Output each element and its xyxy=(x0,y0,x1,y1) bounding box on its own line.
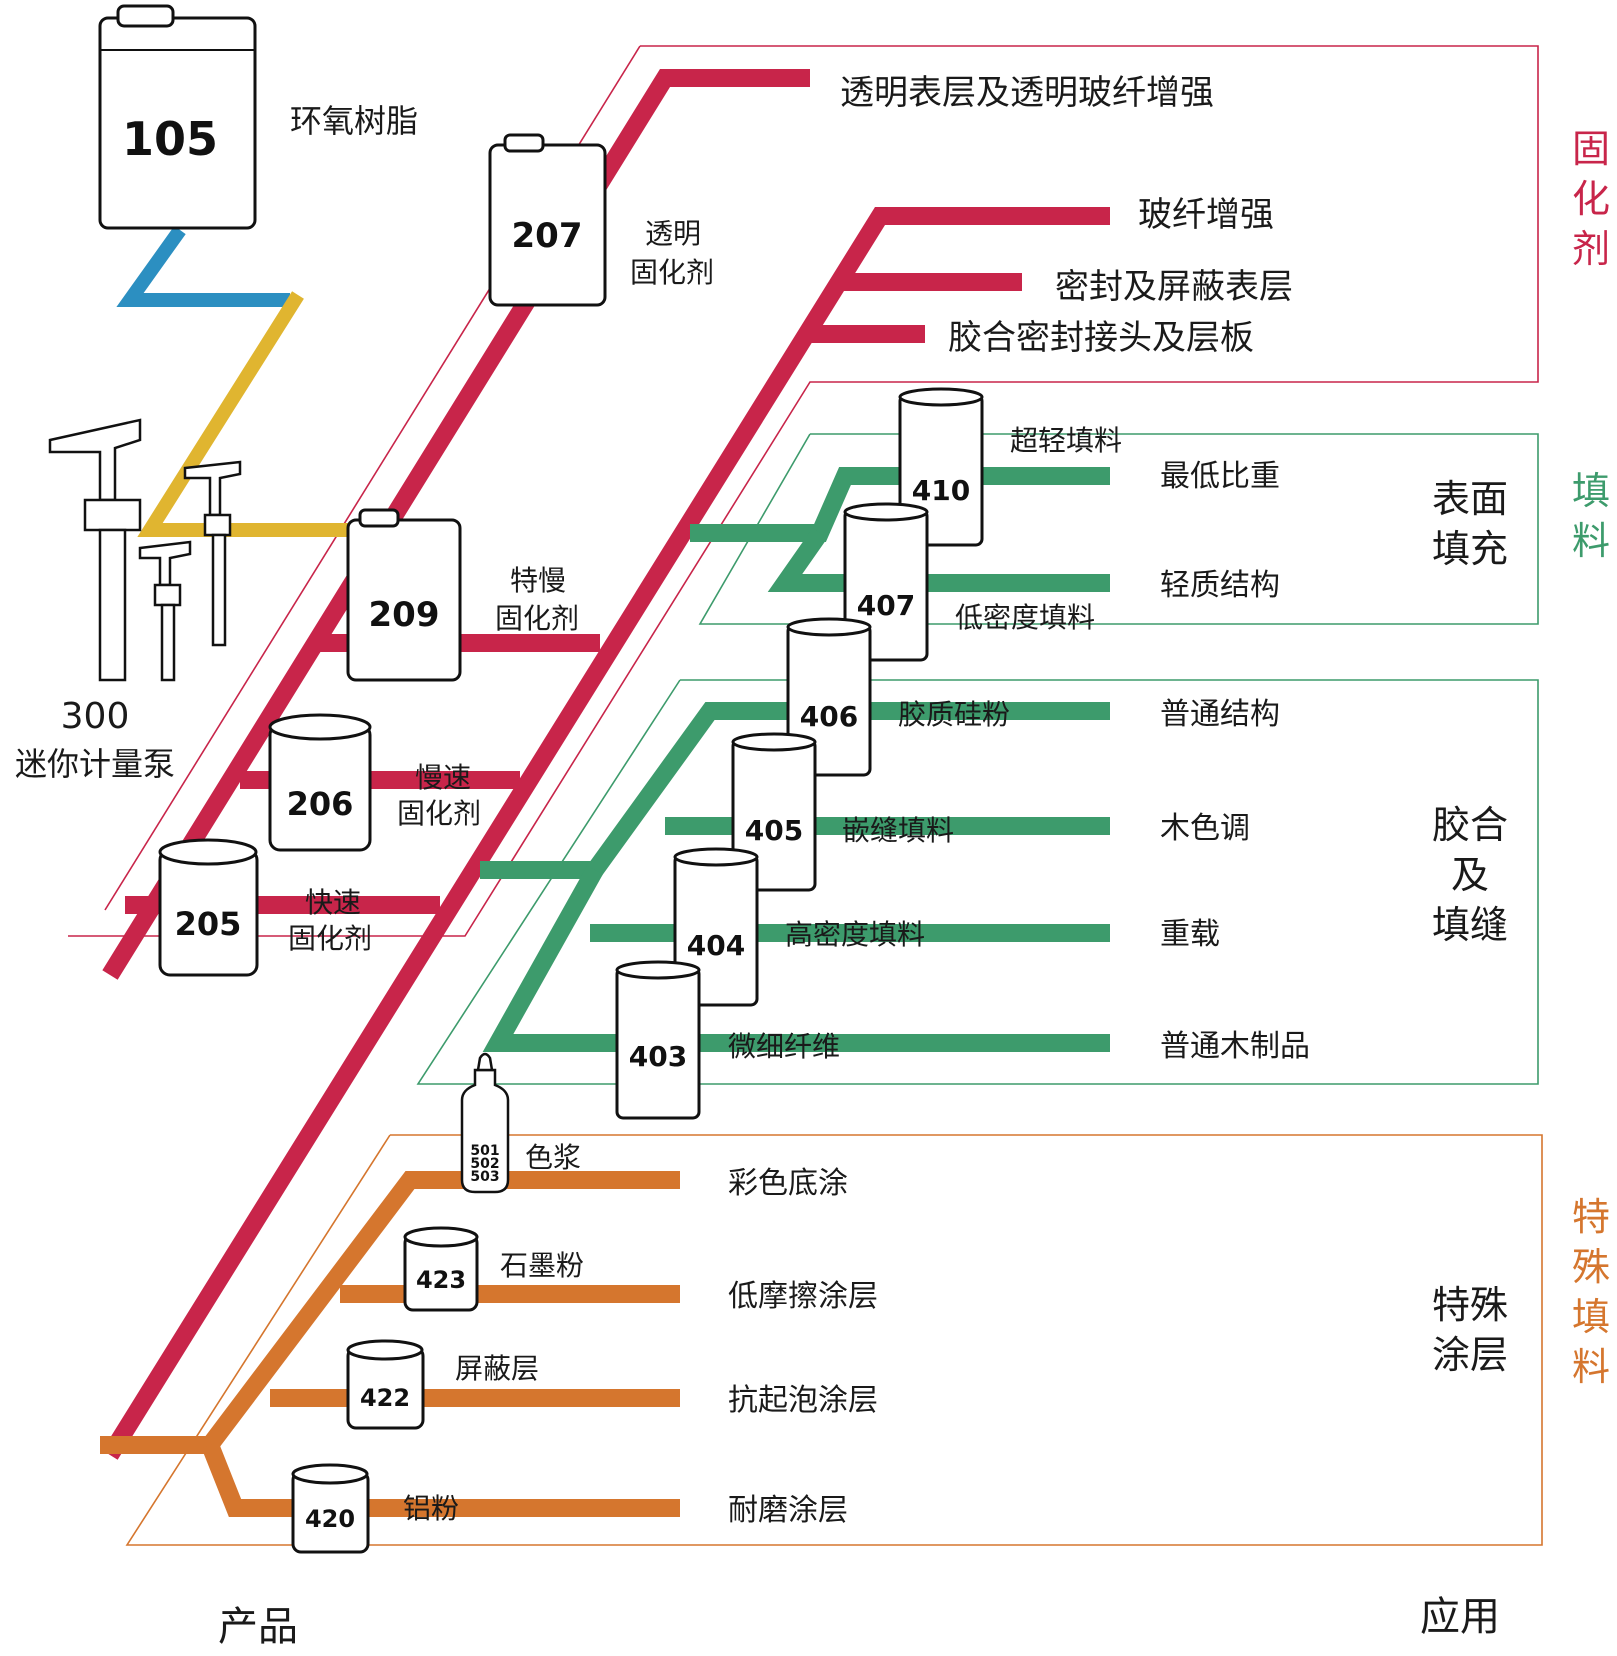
pump-code: 300 xyxy=(61,696,130,737)
hardener-209-can: 209 xyxy=(346,508,462,682)
special-420-can: 420 xyxy=(291,1463,370,1554)
hardener-lines xyxy=(102,69,1110,1460)
filler-405-label: 嵌缝填料 xyxy=(842,814,954,847)
pigment-code-3: 503 xyxy=(470,1169,499,1185)
special-trunk xyxy=(100,1171,680,1454)
pump-label: 迷你计量泵 xyxy=(15,745,175,783)
hardener-app-4: 胶合密封接头及层板 xyxy=(948,318,1254,358)
category-special-4: 料 xyxy=(1572,1345,1610,1389)
category-filler-2: 料 xyxy=(1572,519,1610,563)
bonding-filler-box xyxy=(416,679,1539,1085)
surface-filler-branch-2 xyxy=(767,527,1110,592)
hardener-205-label-2: 固化剂 xyxy=(288,922,372,955)
special-423-code: 423 xyxy=(416,1266,466,1294)
surface-filler-box xyxy=(698,433,1539,625)
category-hardener-3: 剂 xyxy=(1572,227,1610,271)
group-surface-1: 表面 xyxy=(1432,477,1508,521)
pigment-501-bottle: 501 502 503 xyxy=(460,1052,510,1194)
special-420-code: 420 xyxy=(305,1505,355,1533)
filler-410-code: 410 xyxy=(912,474,970,507)
category-hardener-1: 固 xyxy=(1572,127,1610,171)
pigment-code-2: 502 xyxy=(470,1156,499,1172)
group-bonding-3: 填缝 xyxy=(1432,903,1508,947)
hardener-205-can: 205 xyxy=(158,838,259,977)
special-422-label: 屏蔽层 xyxy=(455,1352,539,1385)
bonding-app-4: 普通木制品 xyxy=(1160,1029,1310,1064)
special-423-label: 石墨粉 xyxy=(500,1249,584,1282)
hardener-206-label-2: 固化剂 xyxy=(397,797,481,830)
group-surface-2: 填充 xyxy=(1432,527,1508,571)
hardener-206-can: 206 xyxy=(268,713,372,852)
pump-link-line xyxy=(137,291,360,537)
resin-105-can: 105 xyxy=(98,4,257,230)
hardener-205-label-1: 快速 xyxy=(305,886,361,919)
special-lines xyxy=(100,1171,680,1517)
hardener-205-code: 205 xyxy=(175,905,242,943)
hardener-209-label-2: 固化剂 xyxy=(495,602,579,635)
filler-410-label: 超轻填料 xyxy=(1010,424,1122,457)
hardener-207-label-1: 透明 xyxy=(645,217,701,250)
special-branch-420 xyxy=(201,1441,680,1517)
bonding-app-1: 普通结构 xyxy=(1160,697,1280,732)
hardener-209-code: 209 xyxy=(369,595,440,635)
category-special-2: 殊 xyxy=(1572,1245,1610,1289)
hardener-app-3: 密封及屏蔽表层 xyxy=(1055,267,1293,307)
category-hardener-2: 化 xyxy=(1572,177,1610,221)
resin-link-line xyxy=(116,225,290,307)
hardener-app-1: 透明表层及透明玻纤增强 xyxy=(840,73,1214,113)
hardener-app-2: 玻纤增强 xyxy=(1138,195,1274,235)
hardener-209-label-1: 特慢 xyxy=(510,564,566,597)
special-app-1: 彩色底涂 xyxy=(728,1166,848,1201)
special-app-2: 低摩擦涂层 xyxy=(728,1279,878,1314)
surface-app-2: 轻质结构 xyxy=(1160,568,1280,603)
special-423-can: 423 xyxy=(403,1226,479,1312)
special-filler-box xyxy=(125,1134,1543,1546)
category-filler-1: 填 xyxy=(1572,469,1610,513)
pump-300-icon xyxy=(48,418,242,682)
group-bonding-1: 胶合 xyxy=(1432,803,1508,847)
special-app-4: 耐磨涂层 xyxy=(728,1493,848,1528)
surface-app-1: 最低比重 xyxy=(1160,459,1280,494)
filler-406-label: 胶质硅粉 xyxy=(898,698,1010,731)
special-422-code: 422 xyxy=(360,1384,410,1412)
category-special-3: 填 xyxy=(1572,1295,1610,1339)
filler-407-label: 低密度填料 xyxy=(955,601,1095,634)
group-bonding-2: 及 xyxy=(1451,853,1489,897)
special-420-label: 铝粉 xyxy=(403,1492,459,1525)
pigment-code-1: 501 xyxy=(470,1143,499,1159)
filler-403-label: 微细纤维 xyxy=(728,1030,840,1063)
hardener-outline-box xyxy=(68,45,1539,937)
resin-code: 105 xyxy=(122,112,218,166)
bonding-app-3: 重载 xyxy=(1160,917,1220,952)
group-special-1: 特殊 xyxy=(1432,1283,1508,1327)
hardener-207-label-2: 固化剂 xyxy=(630,256,714,289)
filler-407-code: 407 xyxy=(857,589,915,622)
filler-406-code: 406 xyxy=(800,700,858,733)
category-special-1: 特 xyxy=(1572,1195,1610,1239)
filler-403-code: 403 xyxy=(629,1040,687,1073)
footer-products: 产品 xyxy=(218,1604,298,1650)
bonding-app-2: 木色调 xyxy=(1160,811,1250,846)
hardener-207-code: 207 xyxy=(512,216,583,256)
filler-403-canister: 403 xyxy=(615,960,701,1120)
special-app-3: 抗起泡涂层 xyxy=(728,1383,878,1418)
resin-label: 环氧树脂 xyxy=(290,102,418,140)
bonding-branch-403 xyxy=(482,865,1110,1052)
filler-404-label: 高密度填料 xyxy=(785,918,925,951)
hardener-206-code: 206 xyxy=(287,785,354,823)
hardener-207-can: 207 xyxy=(488,133,607,307)
hardener-207-branch xyxy=(102,207,1110,1460)
pigment-label: 色浆 xyxy=(525,1141,581,1174)
hardener-206-label-1: 慢速 xyxy=(415,761,471,794)
filler-404-code: 404 xyxy=(687,929,745,962)
footer-applications: 应用 xyxy=(1420,1594,1500,1640)
bonding-filler-trunk xyxy=(480,702,1110,879)
group-special-2: 涂层 xyxy=(1432,1333,1508,1377)
special-422-can: 422 xyxy=(346,1339,425,1430)
filler-405-code: 405 xyxy=(745,814,803,847)
